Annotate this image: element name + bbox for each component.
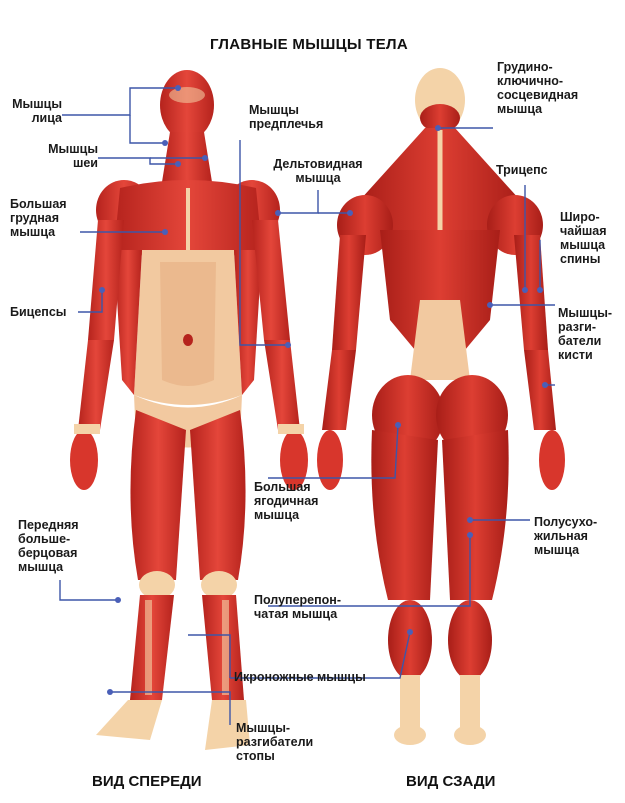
label-latissimus: Широ- чайшая мышца спины	[560, 210, 607, 266]
label-neck-muscles: Мышцы шеи	[10, 142, 98, 170]
label-deltoid: Дельтовидная мышца	[258, 157, 378, 185]
front-thigh-right	[190, 410, 246, 580]
caption-back-view: ВИД СЗАДИ	[406, 773, 495, 790]
label-sternocleidomastoid: Грудино- ключично- сосцевидная мышца	[497, 60, 578, 116]
label-wrist-extensors: Мышцы- разги- батели кисти	[558, 306, 612, 362]
label-forearm-muscles: Мышцы предплечья	[249, 103, 323, 131]
label-tibialis: Передняя больше- берцовая мышца	[18, 518, 79, 574]
front-thigh-left	[130, 410, 186, 580]
front-hand-left	[70, 430, 98, 490]
front-foot-left	[96, 700, 162, 740]
label-calf-muscles: Икроножные мышцы	[234, 670, 366, 684]
caption-front-view: ВИД СПЕРЕДИ	[92, 773, 202, 790]
back-hand-left	[317, 430, 343, 490]
back-arm-right	[514, 235, 548, 350]
back-thigh-left	[371, 430, 438, 600]
back-thigh-right	[442, 430, 509, 600]
front-head	[160, 70, 214, 140]
back-calf-left	[388, 600, 432, 680]
label-gluteus: Большая ягодичная мышца	[254, 480, 318, 522]
label-triceps: Трицепс	[496, 163, 548, 177]
diagram-title: ГЛАВНЫЕ МЫШЦЫ ТЕЛА	[210, 36, 408, 53]
label-face-muscles: Мышцы лица	[10, 97, 62, 125]
label-semimembranosus: Полуперепон- чатая мышца	[254, 593, 341, 621]
back-hand-right	[539, 430, 565, 490]
label-biceps: Бицепсы	[10, 305, 66, 319]
back-arm-left	[332, 235, 366, 350]
back-calf-right	[448, 600, 492, 680]
label-pectoralis: Большая грудная мышца	[10, 197, 67, 239]
label-foot-extensors: Мышцы- разгибатели стопы	[236, 721, 313, 763]
label-semitendinosus: Полусухо- жильная мышца	[534, 515, 597, 557]
